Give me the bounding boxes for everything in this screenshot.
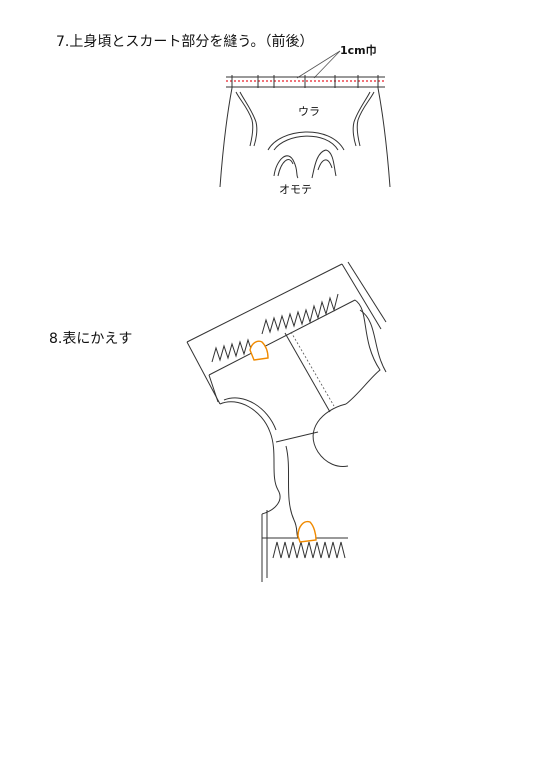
right-armhole-outer [356,91,375,147]
skirt-gathers [272,541,346,559]
bodice-left-edge [186,341,221,405]
bodice-left-edge-2 [208,374,219,403]
wrong-side-label: ウラ [298,105,320,118]
underarm-seam [275,431,319,443]
callout-leader-2 [313,50,341,79]
band-right-edge-outer [341,263,382,330]
right-side-label: オモテ [279,183,312,196]
step7-title: 7.上身頃とスカート部分を縫う。（前後） [56,34,314,50]
right-armhole-inner [352,91,371,147]
iron-icon [249,340,269,361]
left-armhole-inner [239,91,258,147]
left-bodice-curve [219,401,281,515]
band-right-edge-outer-2 [347,261,387,323]
left-bodice-curve-inner [223,397,277,431]
skirt-right-curve [285,445,299,539]
callout-leader-1 [296,50,341,79]
right-armhole [345,299,381,405]
skirt-left-side [219,87,233,188]
iron-icon-2 [297,520,317,543]
pin-marks [231,75,379,88]
front-left-armhole [273,155,299,179]
neckline-outer [267,131,345,151]
front-left-armhole-inner [277,159,294,177]
center-front-seam [284,332,331,413]
gathers-left [211,338,253,363]
seam-width-callout: 1cm巾 [340,44,377,57]
center-front-topstitch [290,331,335,407]
band-top-edge [186,263,343,343]
front-right-armhole-inner [317,159,333,171]
sleeve-opening [312,403,349,467]
front-right-armhole [311,149,337,179]
skirt-right-side [377,87,391,188]
band-seam-edge [208,299,356,376]
left-armhole-outer [235,91,254,147]
neckline-inner [273,135,339,151]
right-armhole-outer [359,309,387,373]
step8-title: 8.表にかえす [49,331,133,347]
gathers-right [261,293,339,335]
